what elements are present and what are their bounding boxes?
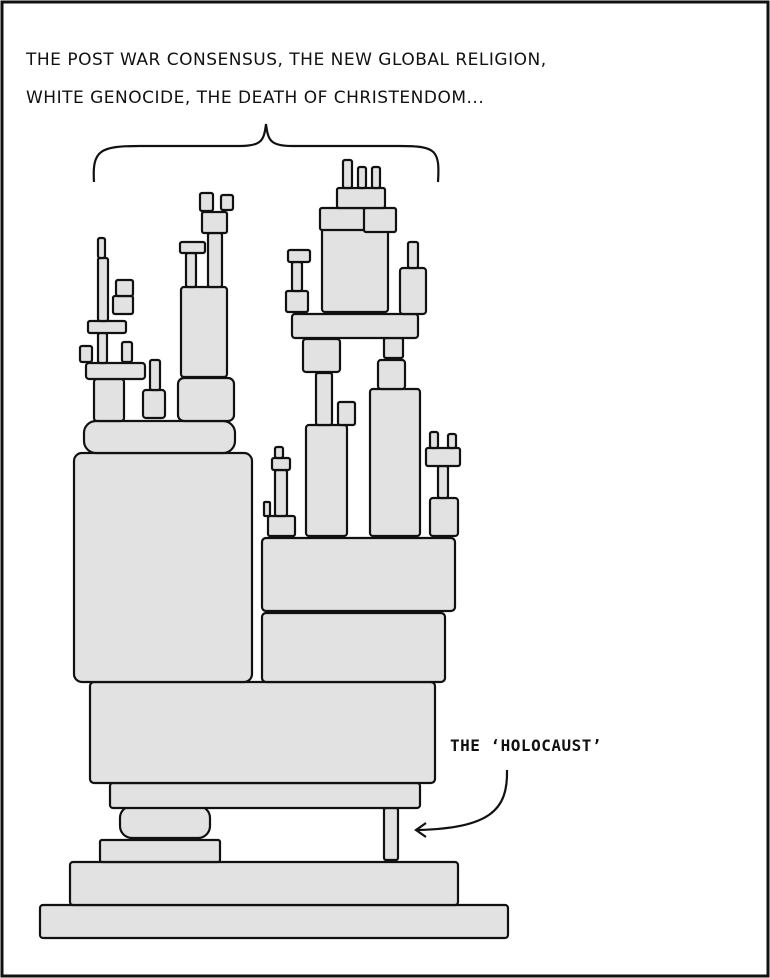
curly-brace (92, 123, 440, 183)
tower-block (96, 331, 109, 365)
tower-block (88, 680, 437, 785)
tower-block (98, 838, 222, 864)
tower-block (148, 358, 162, 392)
caption-line-1: THE POST WAR CONSENSUS, THE NEW GLOBAL R… (26, 50, 547, 70)
tower-block (176, 376, 236, 423)
tower-block (318, 206, 370, 232)
tower-block (286, 248, 312, 264)
tower-block (178, 240, 207, 255)
tower-block (96, 236, 107, 260)
tower-block (38, 903, 510, 940)
tower-block (336, 400, 357, 427)
arrow-icon (414, 769, 509, 838)
tower-block (96, 256, 110, 323)
pillar-label: THE ‘HOLOCAUST’ (450, 736, 602, 755)
tower-block (266, 514, 297, 538)
tower-block (84, 361, 147, 381)
tower-block (424, 446, 462, 468)
tower-block (428, 496, 460, 538)
tower-block (301, 337, 342, 374)
tower-block (290, 312, 420, 340)
tower-block (436, 464, 450, 500)
tower-blocks (38, 158, 510, 940)
tower-block (260, 611, 447, 684)
tower-block (428, 430, 440, 450)
tower-block (260, 536, 457, 613)
tower-block (108, 781, 422, 810)
tower-block (284, 289, 310, 314)
tower-block (446, 432, 458, 450)
tower-block (362, 206, 398, 234)
tower-block (179, 285, 229, 379)
tower-block (376, 358, 407, 391)
tower-block (82, 419, 237, 455)
tower-block (335, 186, 387, 210)
tower-block (68, 860, 460, 907)
tower-block (118, 804, 212, 840)
tower-block (273, 468, 289, 518)
tower-block (92, 377, 126, 423)
tower-block (141, 388, 167, 420)
tower-block (356, 165, 368, 190)
tower-block (219, 193, 235, 212)
tower-block (262, 500, 272, 518)
tower-block (206, 231, 224, 289)
caption-line-2: WHITE GENOCIDE, THE DEATH OF CHRISTENDOM… (26, 88, 485, 108)
tower-block (320, 226, 390, 314)
tower-block (114, 278, 135, 298)
tower-block (382, 336, 405, 360)
tower-block (111, 294, 135, 316)
tower-block (270, 456, 292, 472)
tower-block (398, 266, 428, 316)
tower-block (86, 319, 128, 335)
tower-block (120, 340, 134, 364)
tower-block (314, 371, 334, 427)
tower-block (273, 445, 285, 460)
tower-block (184, 251, 198, 289)
tower-block (341, 158, 354, 190)
tower-block (78, 344, 94, 364)
tower-block (406, 240, 420, 270)
tower-block (198, 191, 215, 213)
tower-block (368, 387, 422, 538)
holocaust-pillar (382, 806, 400, 862)
tower-block (290, 260, 304, 293)
tower-block (370, 165, 382, 190)
tower-block (304, 423, 349, 538)
tower-block (72, 451, 254, 684)
tower-block (200, 210, 229, 235)
